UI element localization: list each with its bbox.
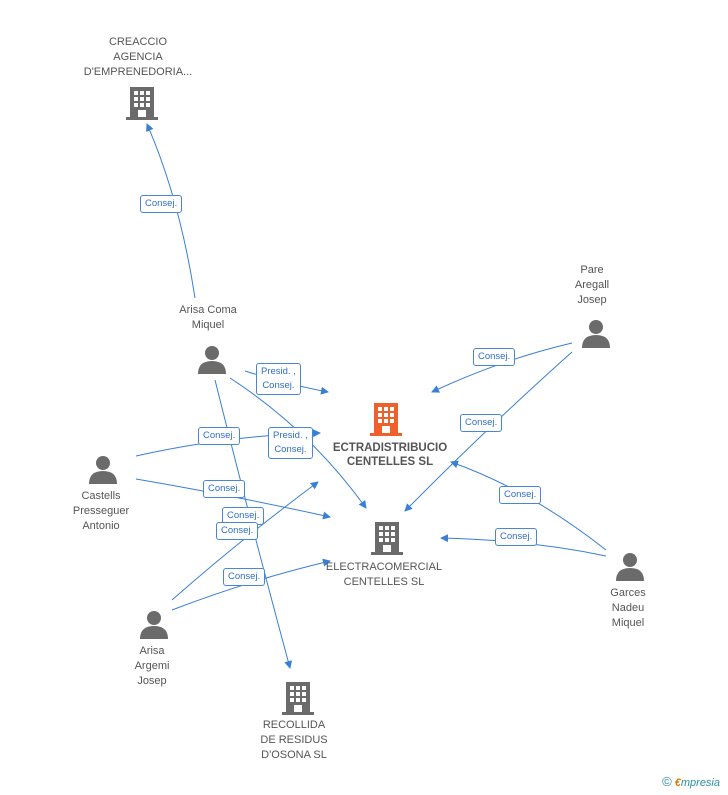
edge-label[interactable]: Consej. [460,414,503,432]
building-icon[interactable] [282,681,314,715]
edge-label[interactable]: Consej. [140,195,183,213]
brand-initial: € [674,777,681,789]
person-icon[interactable] [88,454,118,484]
edge-label[interactable]: Presid. , Consej. [268,427,313,459]
building-icon-highlight[interactable] [370,402,402,436]
node-label-creaccio[interactable]: CREACCIO AGENCIA D'EMPRENEDORIA... [83,36,193,78]
brand-footer: ©€mpresia [662,774,720,789]
node-label-pare[interactable]: Pare Aregall Josep [574,264,610,306]
edge-line [171,481,319,601]
person-icon[interactable] [581,318,611,348]
building-icon[interactable] [126,86,158,120]
node-label-electradistribucio[interactable]: ECTRADISTRIBUCIO CENTELLES SL [332,442,448,468]
building-icon[interactable] [371,521,403,555]
edge-label[interactable]: Consej. [203,480,246,498]
person-icon[interactable] [139,609,169,639]
node-label-arisa-argemi[interactable]: Arisa Argemi Josep [134,645,170,687]
brand-name: mpresia [680,777,720,789]
edge-label[interactable]: Presid. , Consej. [256,363,301,395]
copyright-icon: © [662,774,672,789]
edge-label[interactable]: Consej. [499,486,542,504]
edge-label[interactable]: Consej. [223,568,266,586]
node-label-castells[interactable]: Castells Presseguer Antonio [72,490,130,532]
node-label-electracomercial[interactable]: ELECTRACOMERCIAL CENTELLES SL [325,561,443,588]
edge-label[interactable]: Consej. [198,427,241,445]
person-icon[interactable] [615,551,645,581]
node-label-recollida[interactable]: RECOLLIDA DE RESIDUS D'OSONA SL [260,719,328,761]
person-icon[interactable] [197,344,227,374]
edge-label[interactable]: Consej. [216,522,259,540]
edge-label[interactable]: Consej. [495,528,538,546]
node-label-garces[interactable]: Garces Nadeu Miquel [610,587,646,629]
node-label-arisa-coma[interactable]: Arisa Coma Miquel [179,304,237,331]
edge-label[interactable]: Consej. [473,348,516,366]
